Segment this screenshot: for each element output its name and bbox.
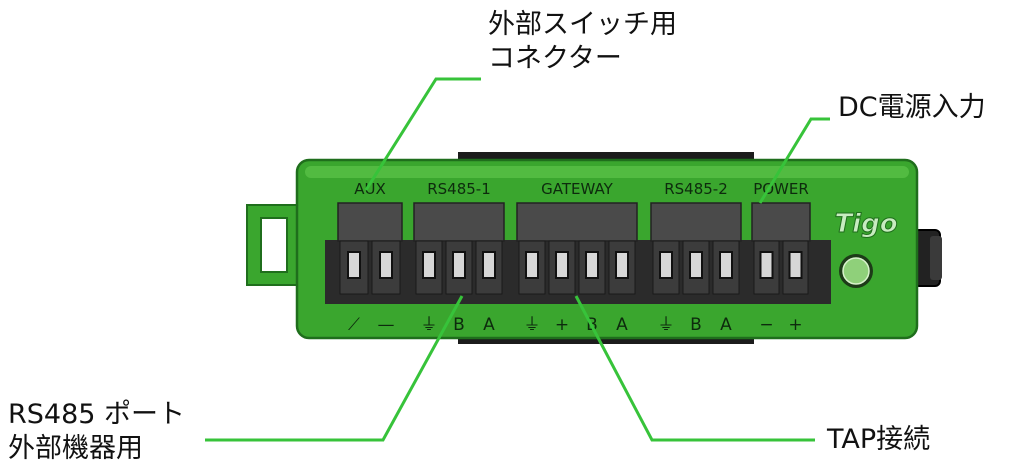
tigo-logo: Tigo xyxy=(834,209,897,239)
callout-dc-power-input: DC電源入力 xyxy=(838,91,986,125)
callout-tap-line-1: TAP接続 xyxy=(827,424,931,455)
terminal-screw-rs485-1-2 xyxy=(452,251,466,279)
callout-power-line-1: DC電源入力 xyxy=(838,92,986,123)
callout-aux-line-2: コネクター xyxy=(488,43,622,74)
terminal-symbol-rs485-2-2: B xyxy=(690,315,702,335)
terminal-symbol-rs485-2-3: A xyxy=(720,315,732,335)
terminal-symbol-gateway-1: ⏚ xyxy=(524,315,541,335)
terminal-symbol-rs485-2-1: ⏚ xyxy=(658,315,675,335)
callout-line-power xyxy=(758,117,830,204)
terminal-symbol-rs485-1-3: A xyxy=(483,315,495,335)
terminal-screw-gateway-2 xyxy=(555,251,569,279)
terminal-block-power xyxy=(751,202,811,242)
callout-line-rs485 xyxy=(205,295,464,442)
terminal-symbol-aux-1: ⟋ xyxy=(348,315,360,335)
terminal-label-gateway: GATEWAY xyxy=(541,180,613,198)
terminal-screw-rs485-2-2 xyxy=(689,251,703,279)
terminal-screw-gateway-4 xyxy=(615,251,629,279)
terminal-pin-aux-1 xyxy=(339,240,369,295)
din-clip-slot xyxy=(260,217,288,273)
terminal-block-aux xyxy=(337,202,403,242)
terminal-label-rs485-2: RS485-2 xyxy=(664,180,728,198)
terminal-symbol-gateway-4: A xyxy=(616,315,628,335)
terminal-symbol-rs485-1-1: ⏚ xyxy=(421,315,438,335)
terminal-pin-rs485-2-1 xyxy=(652,240,680,295)
terminal-symbol-aux-2: — xyxy=(378,315,395,335)
terminal-block-rs485-1 xyxy=(413,202,505,242)
callout-rs485-port: RS485 ポート 外部機器用 xyxy=(8,398,185,466)
terminal-label-power: POWER xyxy=(753,180,809,198)
terminal-symbol-gateway-2: + xyxy=(555,315,569,335)
terminal-screw-power-2 xyxy=(788,251,803,279)
terminal-block-gateway xyxy=(516,202,638,242)
terminal-strip xyxy=(325,240,831,304)
terminal-symbol-rs485-1-2: B xyxy=(453,315,465,335)
side-connector-cap xyxy=(930,236,942,280)
terminal-screw-power-1 xyxy=(759,251,774,279)
status-led xyxy=(842,257,870,285)
terminal-screw-aux-1 xyxy=(347,251,361,279)
terminal-screw-gateway-3 xyxy=(585,251,599,279)
terminal-screw-rs485-2-1 xyxy=(659,251,673,279)
callout-tap-connection: TAP接続 xyxy=(827,423,930,457)
callout-line-tap xyxy=(574,295,815,442)
terminal-screw-rs485-1-1 xyxy=(422,251,436,279)
callout-rs485-line-2: 外部機器用 xyxy=(8,433,143,464)
terminal-screw-aux-2 xyxy=(379,251,393,279)
callout-rs485-line-1: RS485 ポート xyxy=(8,399,186,430)
device-body-highlight xyxy=(305,166,909,178)
terminal-screw-gateway-1 xyxy=(525,251,539,279)
terminal-block-rs485-2 xyxy=(650,202,742,242)
callout-lines xyxy=(205,77,830,442)
terminal-screw-rs485-1-3 xyxy=(482,251,496,279)
terminal-label-rs485-1: RS485-1 xyxy=(427,180,491,198)
terminal-pin-rs485-2-3 xyxy=(712,240,740,295)
terminal-label-aux: AUX xyxy=(354,180,386,198)
callout-aux-connector: 外部スイッチ用 コネクター xyxy=(488,8,677,76)
terminal-symbol-power-1: − xyxy=(759,315,773,335)
callout-line-aux xyxy=(364,77,481,191)
terminal-screw-rs485-2-3 xyxy=(719,251,733,279)
callout-aux-line-1: 外部スイッチ用 xyxy=(488,9,677,40)
terminal-symbol-power-2: + xyxy=(788,315,802,335)
